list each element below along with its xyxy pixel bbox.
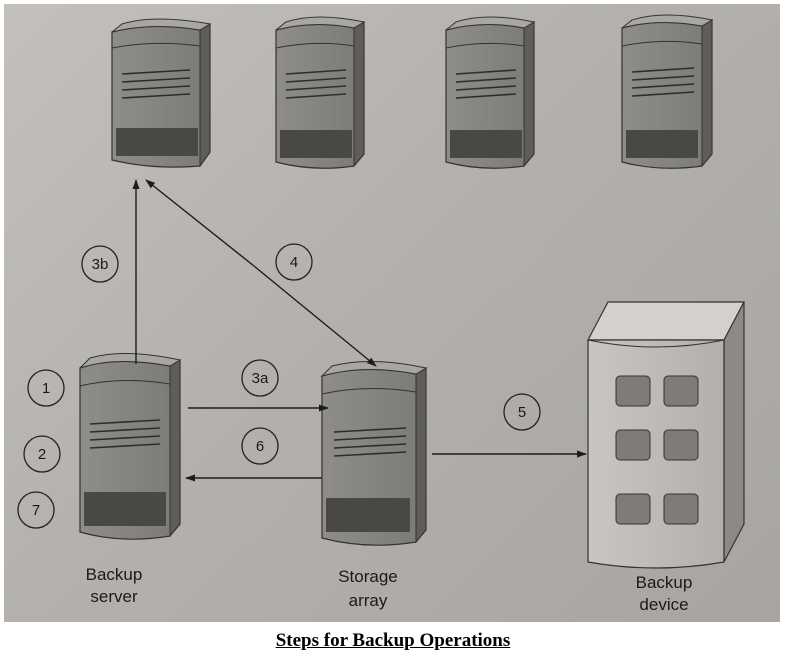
application-server-3 — [445, 16, 536, 169]
application-server-1 — [111, 18, 212, 168]
figure-caption: Steps for Backup Operations — [275, 630, 511, 651]
step-badge-3a: 3a — [241, 359, 279, 397]
storage-array-icon — [320, 361, 428, 546]
svg-text:3b: 3b — [92, 256, 109, 273]
svg-text:3a: 3a — [252, 370, 269, 387]
svg-text:6: 6 — [256, 438, 264, 455]
arrow-4-down — [253, 265, 377, 367]
step-badge-6: 6 — [241, 427, 279, 465]
svg-text:5: 5 — [518, 404, 526, 421]
application-server-2 — [275, 16, 366, 169]
svg-text:array: array — [349, 591, 388, 610]
backup-operations-diagram: 1 2 7 3b 4 3a 6 5 Backup server Storage … — [17, 14, 745, 614]
backup-device-label: Backup device — [636, 573, 693, 614]
step-badge-4: 4 — [275, 243, 313, 281]
storage-array-label: Storage array — [338, 567, 398, 610]
step-badge-1: 1 — [27, 369, 65, 407]
svg-text:4: 4 — [290, 254, 298, 271]
tape-cartridges — [615, 375, 699, 525]
arrow-4-up — [145, 179, 255, 267]
svg-text:2: 2 — [38, 446, 46, 463]
svg-text:Backup: Backup — [86, 565, 143, 584]
step-badge-7: 7 — [17, 491, 55, 529]
backup-server-icon — [79, 353, 182, 540]
diagram-photo: 1 2 7 3b 4 3a 6 5 Backup server Storage … — [4, 4, 780, 622]
svg-text:7: 7 — [32, 502, 40, 519]
svg-text:device: device — [639, 595, 688, 614]
svg-text:1: 1 — [42, 380, 50, 397]
svg-text:server: server — [90, 587, 138, 606]
application-server-4 — [621, 14, 714, 169]
backup-device-icon — [587, 301, 745, 569]
svg-text:Backup: Backup — [636, 573, 693, 592]
step-badge-3b: 3b — [81, 245, 119, 283]
step-badge-5: 5 — [503, 393, 541, 431]
backup-server-label: Backup server — [86, 565, 143, 606]
svg-text:Storage: Storage — [338, 567, 398, 586]
step-badge-2: 2 — [23, 435, 61, 473]
